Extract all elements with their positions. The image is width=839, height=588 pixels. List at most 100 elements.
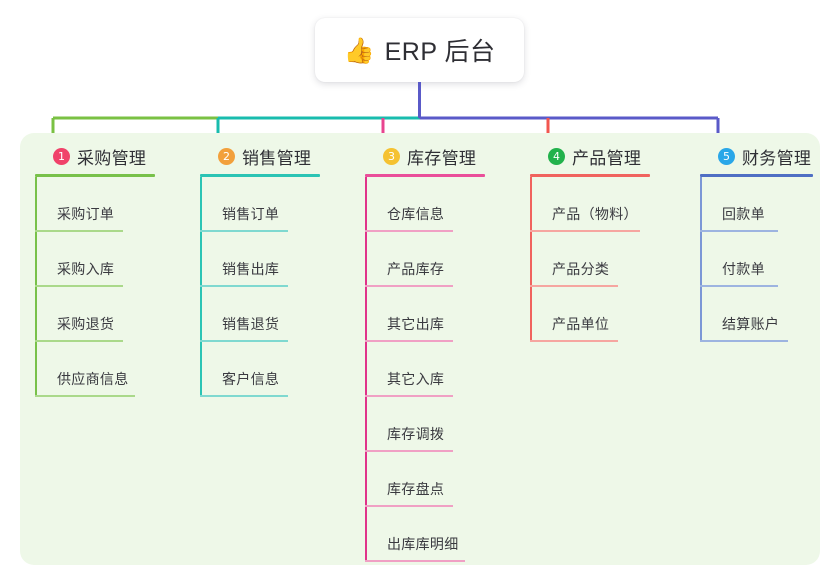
branch-header-rule [35,174,155,177]
leaf-rule [35,285,123,287]
leaf-rule [700,230,778,232]
branch-column-3: 3 库存管理仓库信息产品库存其它出库其它入库库存调拨库存盘点出库库明细 [365,143,515,562]
leaf-rule [35,395,135,397]
leaf-label: 其它入库 [387,371,445,387]
branch-column-5: 5 财务管理回款单付款单结算账户 [700,143,830,342]
branch-column-4: 4 产品管理产品（物料） 产品分类产品单位 [530,143,680,342]
branch-spine [700,177,702,342]
leaf-node[interactable]: 仓库信息 [365,177,515,232]
leaf-node[interactable]: 采购入库 [35,232,185,287]
leaf-rule [530,230,640,232]
branch-header-2[interactable]: 2 销售管理 [200,143,350,170]
branch-header-3[interactable]: 3 库存管理 [365,143,515,170]
leaf-node[interactable]: 供应商信息 [35,342,185,397]
thumbs-up-icon: 👍 [343,35,375,65]
leaf-label: 其它出库 [387,316,445,332]
leaf-label: 库存盘点 [387,481,445,497]
leaf-node[interactable]: 采购退货 [35,287,185,342]
leaf-rule [365,395,453,397]
leaf-rule [530,340,618,342]
branch-panel: 1 采购管理采购订单采购入库采购退货供应商信息 2 销售管理销售订单销售出库销售退货客… [20,133,820,565]
leaf-list: 仓库信息产品库存其它出库其它入库库存调拨库存盘点出库库明细 [365,177,515,562]
leaf-list: 采购订单采购入库采购退货供应商信息 [35,177,185,397]
leaf-node[interactable]: 销售订单 [200,177,350,232]
leaf-label: 产品（物料） [552,206,638,222]
leaf-rule [200,285,288,287]
branch-column-2: 2 销售管理销售订单销售出库销售退货客户信息 [200,143,350,397]
leaf-node[interactable]: 销售出库 [200,232,350,287]
branch-number-badge: 1 [53,148,70,165]
leaf-label: 采购入库 [57,261,115,277]
leaf-label: 产品库存 [387,261,445,277]
leaf-rule [365,285,453,287]
branch-number-badge: 3 [383,148,400,165]
leaf-node[interactable]: 产品（物料） [530,177,680,232]
branch-column-1: 1 采购管理采购订单采购入库采购退货供应商信息 [35,143,185,397]
leaf-rule [365,340,453,342]
leaf-node[interactable]: 产品分类 [530,232,680,287]
leaf-node[interactable]: 回款单 [700,177,830,232]
leaf-label: 回款单 [722,206,765,222]
branch-title: 采购管理 [77,149,147,168]
leaf-node[interactable]: 客户信息 [200,342,350,397]
leaf-label: 客户信息 [222,371,280,387]
leaf-rule [365,560,465,562]
leaf-rule [35,340,123,342]
leaf-label: 仓库信息 [387,206,445,222]
branch-header-1[interactable]: 1 采购管理 [35,143,185,170]
branch-number-badge: 5 [718,148,735,165]
branch-header-rule [530,174,650,177]
leaf-rule [200,395,288,397]
leaf-rule [700,285,778,287]
branch-title: 产品管理 [572,149,642,168]
leaf-label: 结算账户 [722,316,780,332]
leaf-node[interactable]: 其它入库 [365,342,515,397]
branch-title: 销售管理 [242,149,312,168]
leaf-node[interactable]: 付款单 [700,232,830,287]
root-node-content: 👍 ERP 后台 [343,32,495,68]
root-title: ERP 后台 [384,38,496,66]
leaf-label: 销售退货 [222,316,280,332]
leaf-node[interactable]: 其它出库 [365,287,515,342]
leaf-label: 采购订单 [57,206,115,222]
leaf-label: 付款单 [722,261,765,277]
branch-spine [35,177,37,397]
branch-number-badge: 4 [548,148,565,165]
root-node[interactable]: 👍 ERP 后台 [315,18,524,82]
branch-spine [530,177,532,342]
branch-title: 库存管理 [407,149,477,168]
branch-header-5[interactable]: 5 财务管理 [700,143,830,170]
leaf-label: 出库库明细 [387,536,459,552]
leaf-label: 销售出库 [222,261,280,277]
leaf-node[interactable]: 产品单位 [530,287,680,342]
leaf-rule [200,230,288,232]
leaf-node[interactable]: 出库库明细 [365,507,515,562]
branch-header-4[interactable]: 4 产品管理 [530,143,680,170]
leaf-node[interactable]: 产品库存 [365,232,515,287]
branch-header-rule [200,174,320,177]
branch-title: 财务管理 [742,149,812,168]
leaf-rule [365,450,453,452]
leaf-rule [35,230,123,232]
leaf-list: 回款单付款单结算账户 [700,177,830,342]
leaf-label: 销售订单 [222,206,280,222]
branch-header-rule [700,174,813,177]
branch-number-badge: 2 [218,148,235,165]
leaf-label: 供应商信息 [57,371,129,387]
leaf-node[interactable]: 结算账户 [700,287,830,342]
leaf-rule [365,505,453,507]
leaf-list: 销售订单销售出库销售退货客户信息 [200,177,350,397]
leaf-node[interactable]: 销售退货 [200,287,350,342]
leaf-node[interactable]: 采购订单 [35,177,185,232]
leaf-rule [200,340,288,342]
leaf-label: 库存调拨 [387,426,445,442]
leaf-rule [530,285,618,287]
leaf-label: 产品分类 [552,261,610,277]
branch-spine [200,177,202,397]
branch-header-rule [365,174,485,177]
leaf-node[interactable]: 库存盘点 [365,452,515,507]
leaf-node[interactable]: 库存调拨 [365,397,515,452]
leaf-label: 产品单位 [552,316,610,332]
branch-spine [365,177,367,562]
